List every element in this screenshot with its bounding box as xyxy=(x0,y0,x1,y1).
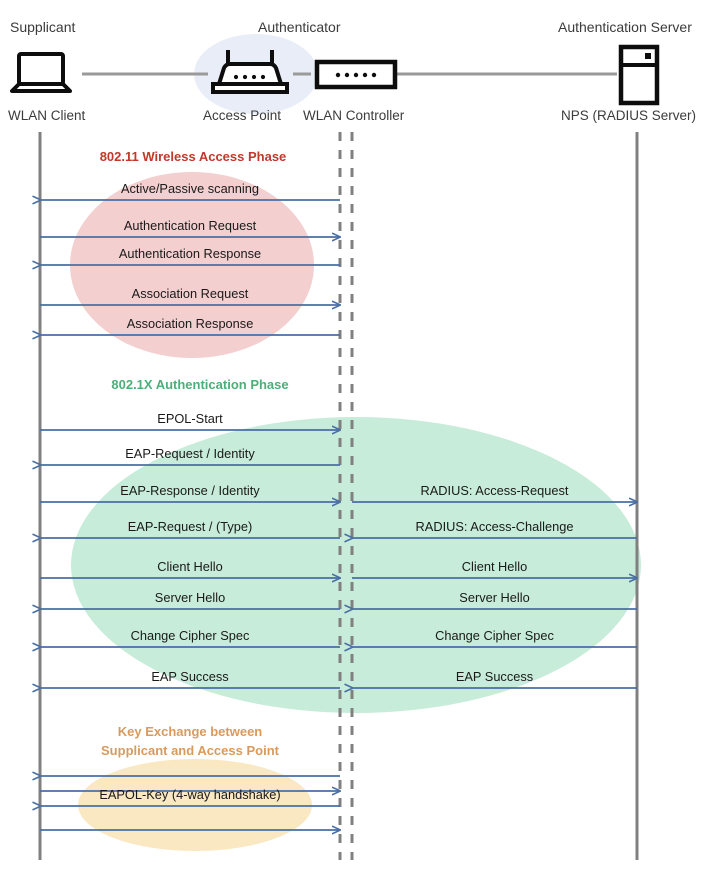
message-arrow-group xyxy=(40,200,637,830)
message-label: EAPOL-Key (4-way handshake) xyxy=(99,787,281,802)
message-label: EAP-Request / (Type) xyxy=(127,519,253,534)
message-label: Client Hello xyxy=(157,559,223,574)
message-label: Server Hello xyxy=(154,590,226,605)
message-label: Authentication Request xyxy=(123,218,257,233)
message-label: EAP-Request / Identity xyxy=(125,446,255,461)
message-label: EAP Success xyxy=(455,669,534,684)
laptop-icon xyxy=(10,52,72,93)
actor-role-supplicant: Supplicant xyxy=(10,19,76,35)
message-label: EPOL-Start xyxy=(157,411,223,426)
phase-label-802-11: 802.11 Wireless Access Phase xyxy=(99,149,287,164)
wireless-access-point-icon xyxy=(211,50,289,94)
message-label: Association Request xyxy=(131,286,249,301)
phase-8021x-ellipse xyxy=(71,417,641,713)
actor-device-wlan-client: WLAN Client xyxy=(8,108,86,123)
message-label: EAP Success xyxy=(151,669,229,684)
actor-device-access-point: Access Point xyxy=(203,108,282,123)
message-label: Client Hello xyxy=(461,559,528,574)
phase-label-802-1x: 802.1X Authentication Phase xyxy=(111,377,289,392)
message-label: Authentication Response xyxy=(118,246,262,261)
message-label: Change Cipher Spec xyxy=(435,628,554,643)
message-label: EAP-Response / Identity xyxy=(120,483,260,498)
message-label: RADIUS: Access-Request xyxy=(420,483,569,498)
message-label: Active/Passive scanning xyxy=(121,181,259,196)
message-label: Change Cipher Spec xyxy=(130,628,250,643)
message-label: Association Response xyxy=(126,316,254,331)
message-label: Server Hello xyxy=(459,590,530,605)
message-label: RADIUS: Access-Challenge xyxy=(415,519,574,534)
phase-label-key-exchange: Key Exchange between Supplicant and Acce… xyxy=(101,724,279,758)
phase-key-exchange-ellipse xyxy=(78,759,312,851)
actor-role-authenticator: Authenticator xyxy=(258,19,341,35)
wlan-controller-icon xyxy=(314,59,398,90)
actor-device-wlan-controller: WLAN Controller xyxy=(303,108,405,123)
actor-role-authentication-server: Authentication Server xyxy=(558,19,692,35)
actor-device-nps-radius-server: NPS (RADIUS Server) xyxy=(561,108,697,123)
server-tower-icon xyxy=(618,44,660,106)
